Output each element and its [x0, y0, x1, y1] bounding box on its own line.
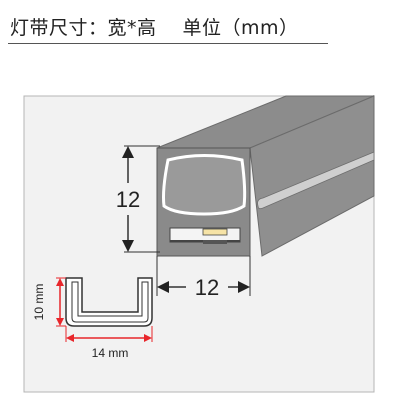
- main-width-label-bg: [191, 274, 223, 301]
- main-height-label-bg: [112, 186, 144, 213]
- channel-height-label: 10 mm: [32, 284, 46, 321]
- led-pad: [203, 240, 227, 244]
- channel-width-label: 14 mm: [92, 346, 129, 360]
- header-divider: [8, 43, 328, 44]
- header-title: 灯带尺寸：宽*高 单位（mm）: [10, 17, 299, 39]
- side-groove: [257, 151, 375, 210]
- channel-height-dimension: [56, 277, 66, 327]
- tube-light-window: [162, 154, 247, 216]
- main-height-label: 12: [116, 187, 140, 212]
- main-width-dimension: [156, 256, 251, 296]
- channel-width-dimension: [65, 326, 153, 342]
- main-width-label: 12: [195, 275, 219, 300]
- main-height-dimension: [122, 145, 160, 253]
- mounting-channel-profile: [65, 277, 153, 327]
- mounting-channel-inner: [71, 281, 149, 323]
- led-chip: [202, 228, 228, 236]
- tube-side-face: [249, 95, 375, 257]
- header: 灯带尺寸：宽*高 单位（mm）: [8, 10, 328, 44]
